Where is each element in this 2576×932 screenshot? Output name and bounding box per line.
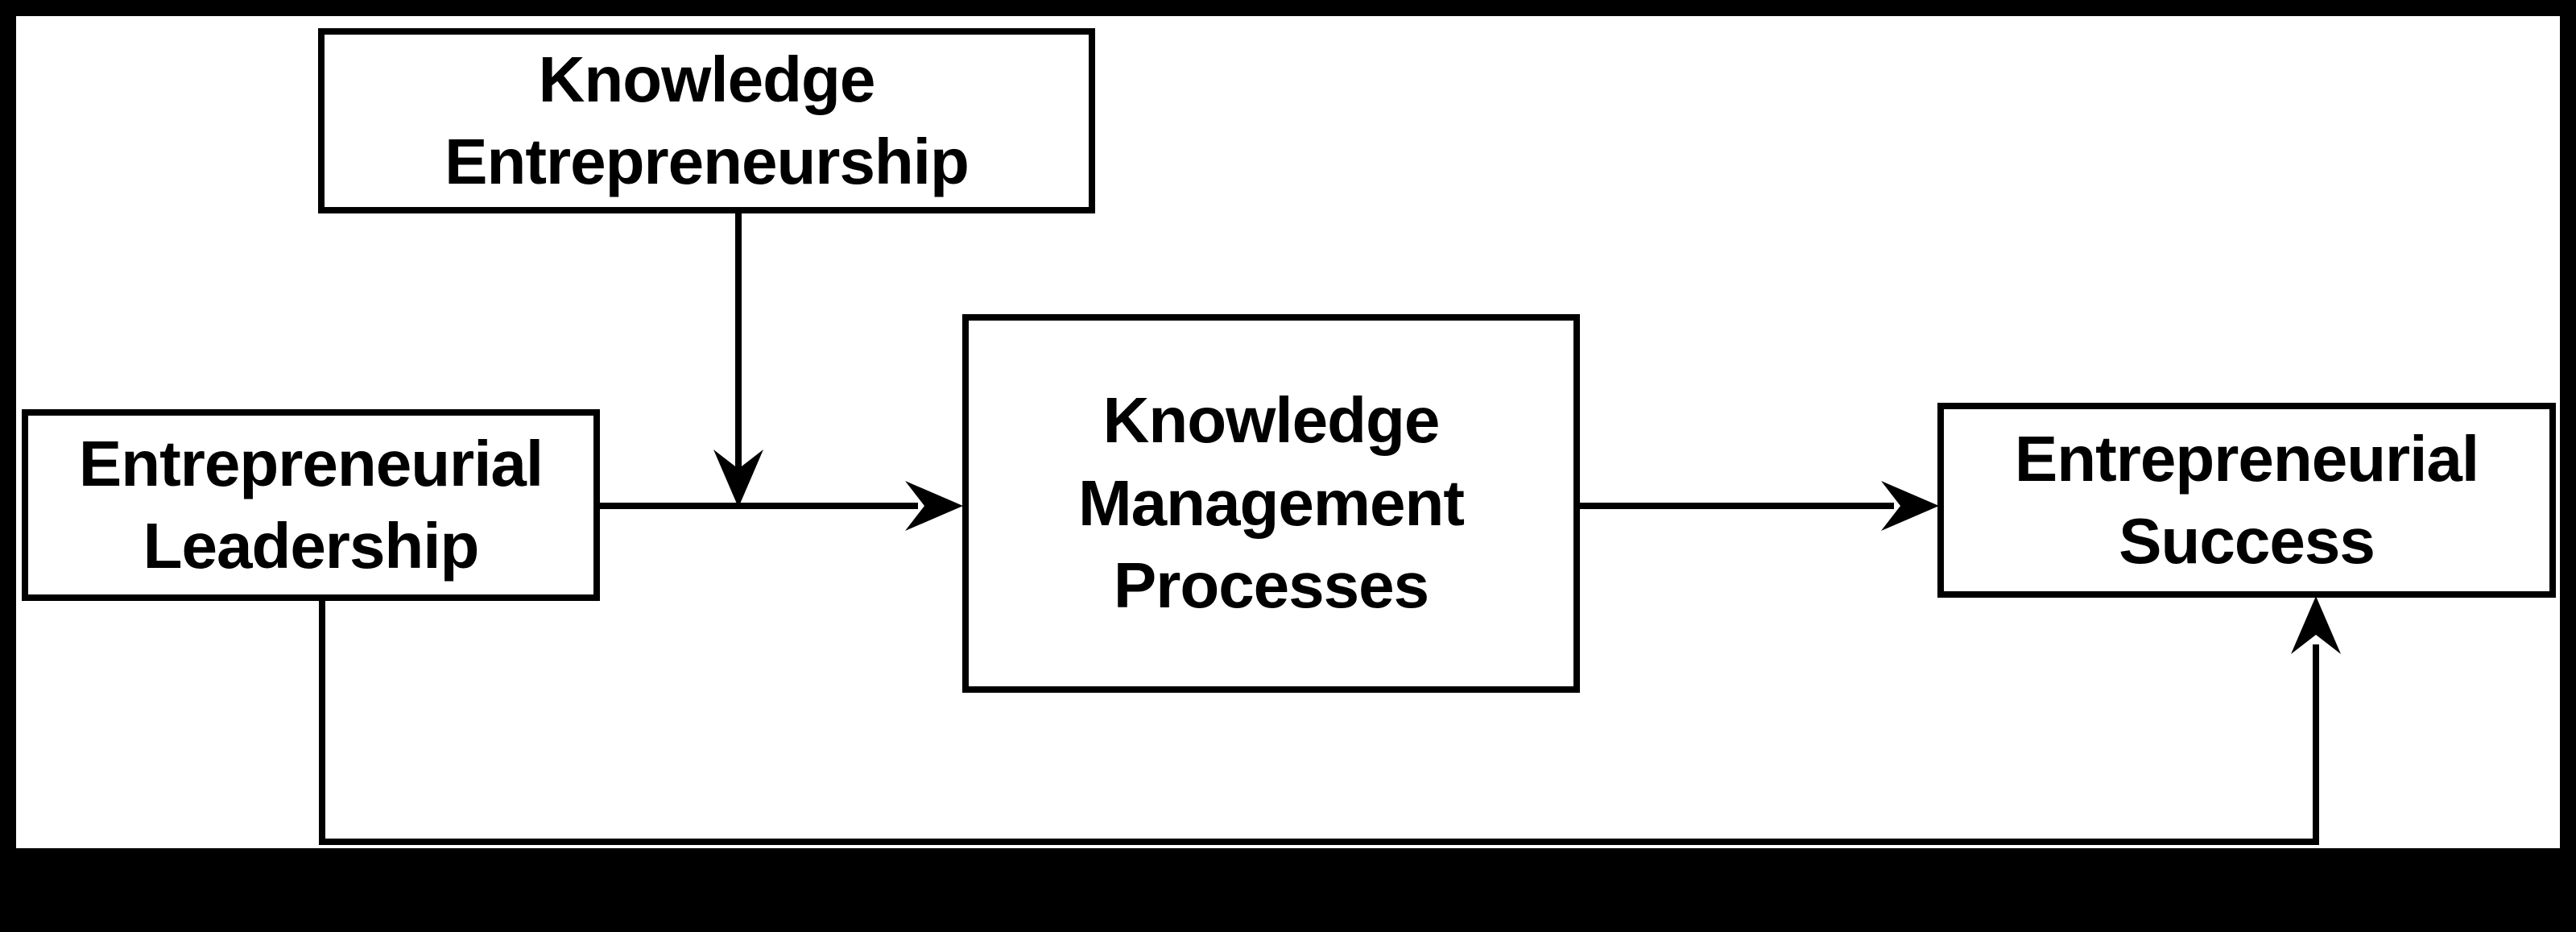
edge-kmp-to-es-arrow: [1577, 481, 1939, 531]
node-entrepreneurial-leadership: Entrepreneurial Leadership: [22, 409, 600, 601]
node-knowledge-management-processes: Knowledge Management Processes: [962, 314, 1580, 693]
node-entrepreneurial-success: Entrepreneurial Success: [1937, 403, 2556, 598]
edge-el-to-kmp-arrow: [597, 481, 963, 531]
node-knowledge-management-processes-label: Knowledge Management Processes: [1078, 384, 1465, 622]
node-knowledge-entrepreneurship: Knowledge Entrepreneurship: [318, 28, 1095, 213]
edge-el-to-es-bottom-arrow: [319, 596, 2341, 845]
node-knowledge-entrepreneurship-label: Knowledge Entrepreneurship: [444, 43, 970, 197]
edge-ke-moderator-arrow: [713, 210, 763, 507]
node-entrepreneurial-leadership-label: Entrepreneurial Leadership: [78, 427, 544, 582]
node-entrepreneurial-success-label: Entrepreneurial Success: [2014, 422, 2479, 577]
